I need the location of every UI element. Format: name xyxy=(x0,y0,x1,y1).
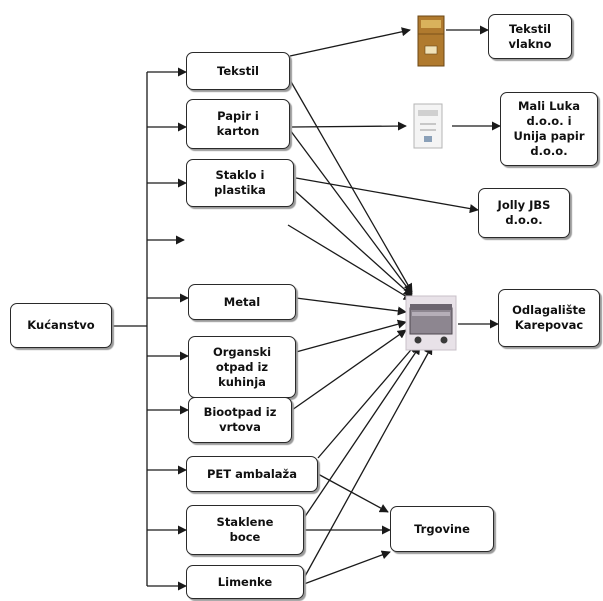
node-organski-otpad: Organski otpad iz kuhinja xyxy=(188,336,296,398)
node-trgovine: Trgovine xyxy=(390,506,494,552)
node-staklo-i-plastika: Staklo i plastika xyxy=(186,159,294,207)
node-staklene-boce: Staklene boce xyxy=(186,505,304,555)
node-tekstil-vlakno: Tekstil vlakno xyxy=(488,14,572,59)
distribution-tree xyxy=(112,67,189,591)
node-tekstil: Tekstil xyxy=(186,52,290,90)
node-metal: Metal xyxy=(188,284,296,320)
node-odlagaliste-karepovac: Odlagalište Karepovac xyxy=(498,289,600,347)
node-pet-ambalaza: PET ambalaža xyxy=(186,456,318,492)
node-limenke: Limenke xyxy=(186,565,304,599)
textile-collection-container-icon xyxy=(417,15,445,67)
arrows-to-landfill xyxy=(287,79,433,579)
arrows-other xyxy=(289,25,501,585)
node-mali-luka: Mali Luka d.o.o. i Unija papir d.o.o. xyxy=(500,92,598,166)
landfill-container-icon xyxy=(405,295,457,351)
paper-bin-icon xyxy=(413,103,443,149)
node-kucanstvo: Kućanstvo xyxy=(10,303,112,348)
node-papir-i-karton: Papir i karton xyxy=(186,99,290,149)
node-jolly-jbs: Jolly JBS d.o.o. xyxy=(478,188,570,238)
node-biootpad: Biootpad iz vrtova xyxy=(188,397,292,443)
